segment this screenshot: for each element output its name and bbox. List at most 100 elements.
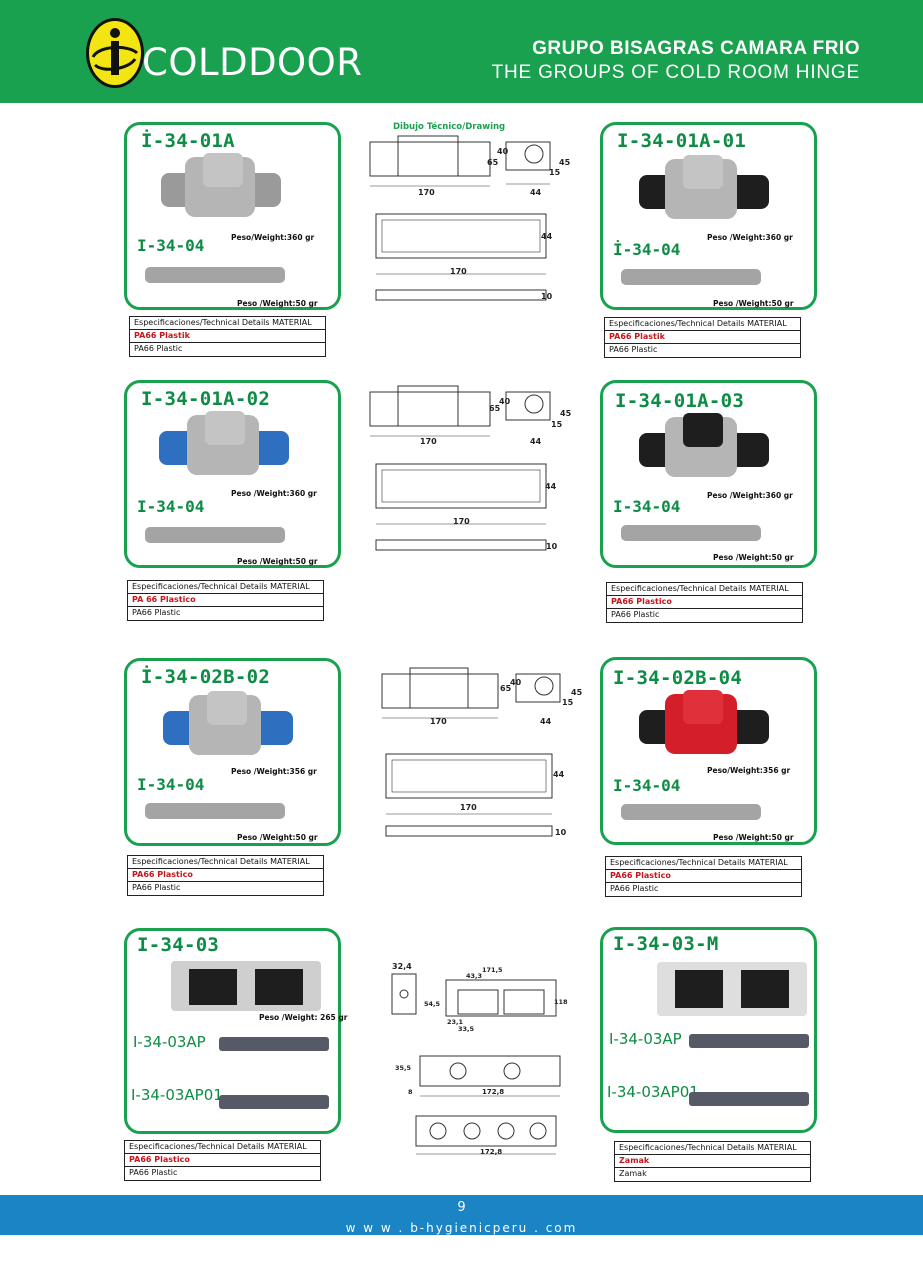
- spec-material-en: Zamak: [619, 1169, 647, 1178]
- hinge-image: [161, 153, 281, 217]
- product-code: İ-34-02B-02: [141, 666, 271, 688]
- product-card: I-34-03-M I-34-03AP I-34-03AP01: [600, 927, 817, 1133]
- spec-material: PA66 Plastik: [130, 330, 325, 343]
- header-band: [0, 0, 923, 103]
- hinge-image: [171, 961, 321, 1011]
- product-code: I-34-01A-03: [615, 390, 745, 412]
- plate-image: [621, 525, 761, 541]
- plate-code: I-34-04: [613, 776, 681, 795]
- dim-32: 32,4: [392, 962, 412, 971]
- product-code: I-34-03-M: [613, 933, 719, 955]
- spec-table: Especificaciones/Technical Details MATER…: [127, 580, 324, 621]
- plate-image: [621, 269, 761, 285]
- hinge-image: [639, 413, 769, 477]
- product-code: İ-34-01A: [141, 130, 235, 152]
- dim-h15: 15: [551, 420, 563, 429]
- hinge-weight: Peso /Weight:356 gr: [231, 767, 317, 776]
- spec-material-en: PA66 Plastic: [129, 1168, 178, 1177]
- footer-band: [0, 1195, 923, 1219]
- spec-material: PA66 Plastico: [606, 870, 801, 883]
- product-code: I-34-03: [137, 934, 220, 956]
- hinge-weight: Peso/Weight:356 gr: [707, 766, 791, 775]
- spec-material-en: PA66 Plastic: [134, 344, 183, 353]
- dim-width: 44: [553, 770, 565, 779]
- dim-h15: 15: [549, 168, 561, 177]
- product-card: I-34-01A-03 I-34-04 Peso /Weight:360 gr …: [600, 380, 817, 568]
- dim-35: 35,5: [395, 1064, 412, 1072]
- plate-weight: Peso /Weight:50 gr: [237, 557, 318, 566]
- dim-width: 44: [541, 232, 553, 241]
- hinge-weight: Peso/Weight:360 gr: [231, 233, 315, 242]
- product-card: I-34-01A-02 I-34-04 Peso /Weight:360 gr …: [124, 380, 341, 568]
- dim-length: 170: [418, 188, 435, 197]
- dim-h65: 65: [487, 158, 499, 167]
- plate-weight: Peso /Weight:50 gr: [237, 833, 318, 842]
- hinge-image: [657, 962, 807, 1016]
- spec-material-en: PA66 Plastic: [132, 883, 181, 892]
- plate-weight: Peso /Weight:50 gr: [713, 833, 794, 842]
- plate-weight: Peso /Weight:50 gr: [237, 299, 318, 308]
- spec-material-en: PA66 Plastic: [609, 345, 658, 354]
- plate-image: [689, 1034, 809, 1048]
- dim-h40: 40: [499, 397, 511, 406]
- spec-table: Especificaciones/Technical Details MATER…: [129, 316, 326, 357]
- hinge-image: [639, 155, 769, 219]
- plate-code: I-34-04: [137, 775, 205, 794]
- plate-image-2: [219, 1095, 329, 1109]
- dim-h45: 45: [560, 409, 572, 418]
- spec-header: Especificaciones/Technical Details MATER…: [605, 318, 800, 331]
- dim-length: 170: [460, 803, 477, 812]
- plate-weight: Peso /Weight:50 gr: [713, 553, 794, 562]
- plate-code: İ-34-04: [613, 240, 681, 259]
- dim-h15: 15: [562, 698, 574, 707]
- spec-header: Especificaciones/Technical Details MATER…: [130, 317, 325, 330]
- dim-172: 172,8: [480, 1148, 503, 1156]
- technical-drawing: [369, 385, 551, 551]
- dim-h40: 40: [497, 147, 509, 156]
- hinge-image: [159, 411, 289, 475]
- plate-image: [145, 267, 285, 283]
- dim-h45: 45: [571, 688, 583, 697]
- website-link[interactable]: w w w . b-hygienicperu . com: [345, 1221, 578, 1235]
- dim-118: 118: [554, 998, 568, 1006]
- dim-23: 23,1: [447, 1018, 464, 1026]
- product-card: I-34-02B-04 I-34-04 Peso/Weight:356 gr P…: [600, 657, 817, 845]
- spec-material: PA66 Plastico: [607, 596, 802, 609]
- plate-image: [145, 803, 285, 819]
- spec-table: Especificaciones/Technical Details MATER…: [124, 1140, 321, 1181]
- hinge-image: [639, 690, 769, 754]
- spec-header: Especificaciones/Technical Details MATER…: [128, 581, 323, 594]
- spec-header: Especificaciones/Technical Details MATER…: [615, 1142, 810, 1155]
- product-card: I-34-01A-01 İ-34-04 Peso /Weight:360 gr …: [600, 122, 817, 310]
- technical-drawing: [391, 973, 561, 1155]
- dim-width: 44: [530, 188, 542, 197]
- dim-h65: 65: [489, 404, 501, 413]
- plate-code: I-34-03AP: [133, 1033, 206, 1051]
- product-card: I-34-03 Peso /Weight: 265 gr I-34-03AP I…: [124, 928, 347, 1134]
- dim-43: 43,3: [466, 972, 483, 980]
- spec-material-en: PA66 Plastic: [132, 608, 181, 617]
- dim-h65: 65: [500, 684, 512, 693]
- drawing-title: Dibujo Técnico/Drawing: [393, 122, 506, 132]
- hinge-image: [163, 691, 293, 755]
- dim-width: 44: [530, 437, 542, 446]
- plate-image: [145, 527, 285, 543]
- dim-h45: 45: [559, 158, 571, 167]
- plate-code-2: I-34-03AP01: [131, 1086, 223, 1104]
- technical-drawing: [381, 667, 561, 837]
- hinge-weight: Peso /Weight:360 gr: [707, 233, 793, 242]
- plate-weight: Peso /Weight:50 gr: [713, 299, 794, 308]
- plate-code: I-34-04: [137, 236, 205, 255]
- dim-length: 170: [450, 267, 467, 276]
- spec-material: PA66 Plastico: [125, 1154, 320, 1167]
- product-card: İ-34-02B-02 I-34-04 Peso /Weight:356 gr …: [124, 658, 341, 846]
- plate-image: [621, 804, 761, 820]
- plate-code-2: I-34-03AP01: [607, 1083, 699, 1101]
- spec-table: Especificaciones/Technical Details MATER…: [614, 1141, 811, 1182]
- spec-table: Especificaciones/Technical Details MATER…: [127, 855, 324, 896]
- dim-33: 33,5: [458, 1025, 475, 1033]
- dim-8: 8: [408, 1088, 413, 1096]
- spec-header: Especificaciones/Technical Details MATER…: [606, 857, 801, 870]
- dim-thickness: 10: [541, 292, 553, 301]
- footer-band-lower: [0, 1219, 923, 1235]
